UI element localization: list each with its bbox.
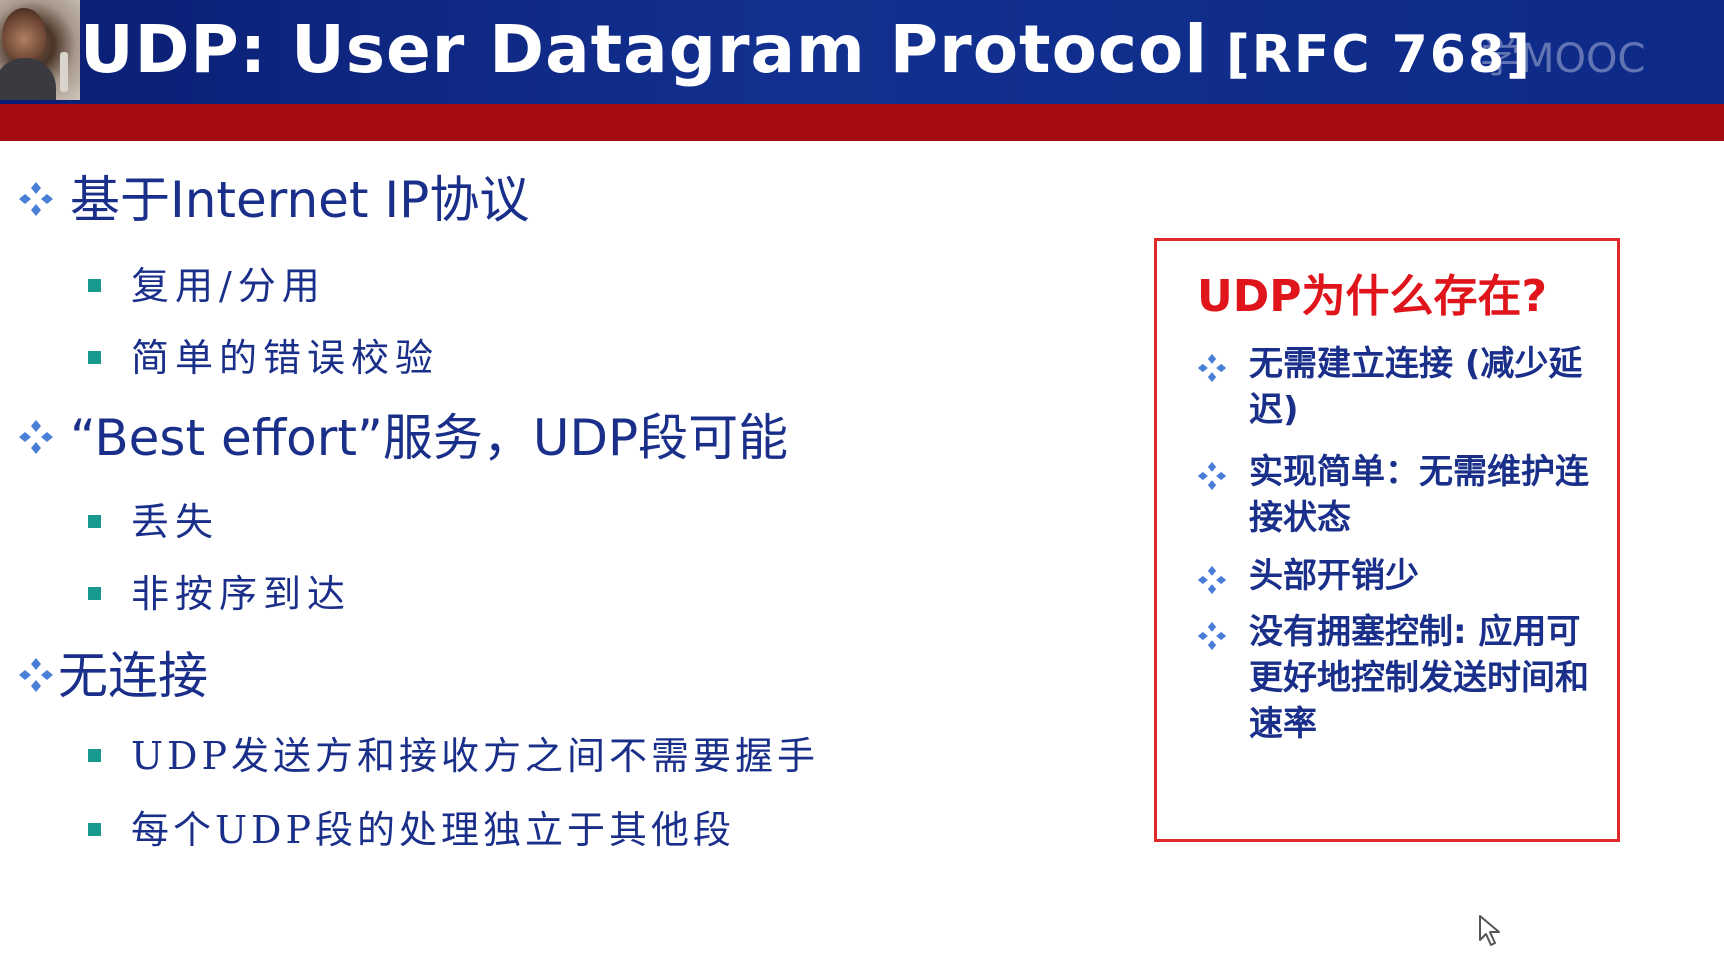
callout-item: 实现简单：无需维护连接状态 <box>1197 449 1597 541</box>
bullet-text: “Best effort”服务，UDP段可能 <box>70 409 789 467</box>
callout-item-text: 无需建立连接 (减少延迟) <box>1249 344 1583 430</box>
callout-item: 无需建立连接 (减少延迟) <box>1197 341 1597 433</box>
title-bar <box>0 0 1724 104</box>
bullet-text: 无连接 <box>58 647 208 705</box>
callout-item: 没有拥塞控制: 应用可更好地控制发送时间和速率 <box>1197 609 1597 747</box>
sub-bullet-text: 丢失 <box>131 500 220 544</box>
mouse-pointer-icon <box>1478 914 1504 952</box>
callout-item-text: 头部开销少 <box>1249 556 1419 596</box>
four-diamond-icon <box>1197 617 1227 663</box>
presenter-webcam <box>0 0 80 100</box>
square-bullet-icon <box>88 515 101 528</box>
why-udp-callout: UDP为什么存在? 无需建立连接 (减少延迟) 实现简单：无需维护连接状态 头部… <box>1154 238 1620 842</box>
sub-bullet-mux-demux: 复用/分用 <box>88 262 326 310</box>
mooc-watermark: 学MOOC <box>1480 36 1646 82</box>
sub-bullet-no-handshake: UDP发送方和接收方之间不需要握手 <box>88 732 819 780</box>
sub-bullet-out-of-order: 非按序到达 <box>88 570 351 618</box>
sub-bullet-independent: 每个UDP段的处理独立于其他段 <box>88 806 735 854</box>
bullet-ip-protocol: 基于Internet IP协议 <box>18 170 529 234</box>
callout-item: 头部开销少 <box>1197 553 1597 599</box>
four-diamond-icon <box>18 408 54 468</box>
title-underline-strip <box>0 104 1724 141</box>
sub-bullet-loss: 丢失 <box>88 498 219 546</box>
callout-item-text: 实现简单：无需维护连接状态 <box>1249 452 1589 538</box>
callout-item-text: 没有拥塞控制: 应用可更好地控制发送时间和速率 <box>1249 612 1589 744</box>
square-bullet-icon <box>88 279 101 292</box>
sub-bullet-text: 非按序到达 <box>131 572 352 616</box>
bullet-text: 基于Internet IP协议 <box>70 171 530 229</box>
square-bullet-icon <box>88 823 101 836</box>
square-bullet-icon <box>88 587 101 600</box>
callout-title: UDP为什么存在? <box>1197 271 1548 322</box>
four-diamond-icon <box>1197 457 1227 503</box>
sub-bullet-text: UDP发送方和接收方之间不需要握手 <box>131 734 820 778</box>
title-rfc: [RFC 768] <box>1226 25 1532 85</box>
square-bullet-icon <box>88 351 101 364</box>
square-bullet-icon <box>88 749 101 762</box>
bullet-connectionless: 无连接 <box>18 646 208 710</box>
four-diamond-icon <box>1197 561 1227 607</box>
four-diamond-icon <box>18 170 54 230</box>
sub-bullet-text: 每个UDP段的处理独立于其他段 <box>131 808 736 852</box>
four-diamond-icon <box>18 646 54 706</box>
title-main: UDP: User Datagram Protocol <box>80 11 1209 88</box>
four-diamond-icon <box>1197 349 1227 395</box>
bullet-best-effort: “Best effort”服务，UDP段可能 <box>18 408 788 472</box>
slide-title: UDP: User Datagram Protocol [RFC 768] <box>80 6 1532 99</box>
sub-bullet-error-check: 简单的错误校验 <box>88 334 439 382</box>
sub-bullet-text: 复用/分用 <box>131 264 326 308</box>
sub-bullet-text: 简单的错误校验 <box>131 336 440 380</box>
